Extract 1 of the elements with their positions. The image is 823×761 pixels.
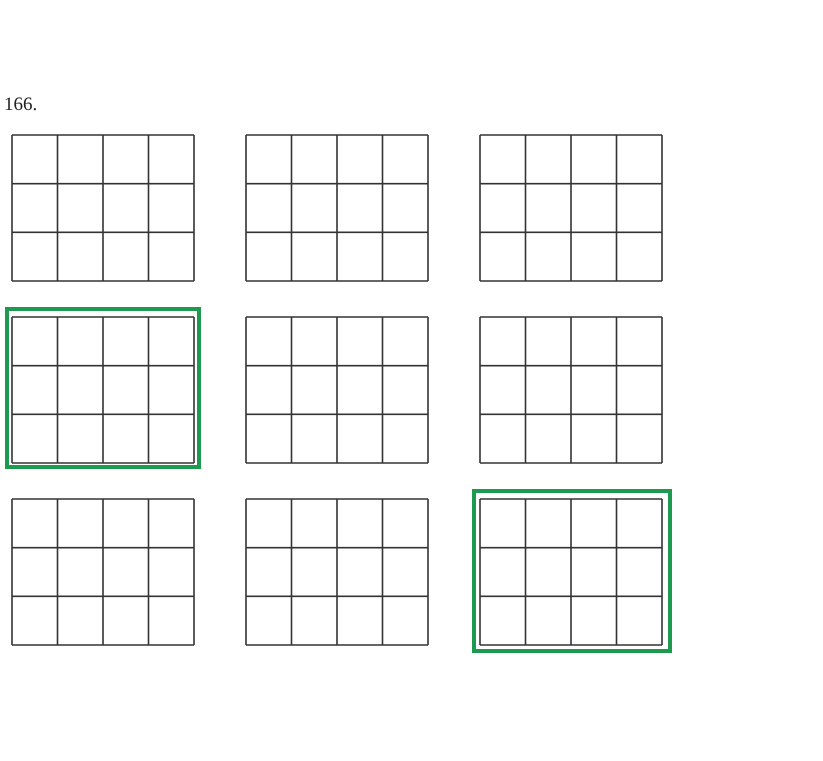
exercise-number: 166. xyxy=(4,94,38,116)
